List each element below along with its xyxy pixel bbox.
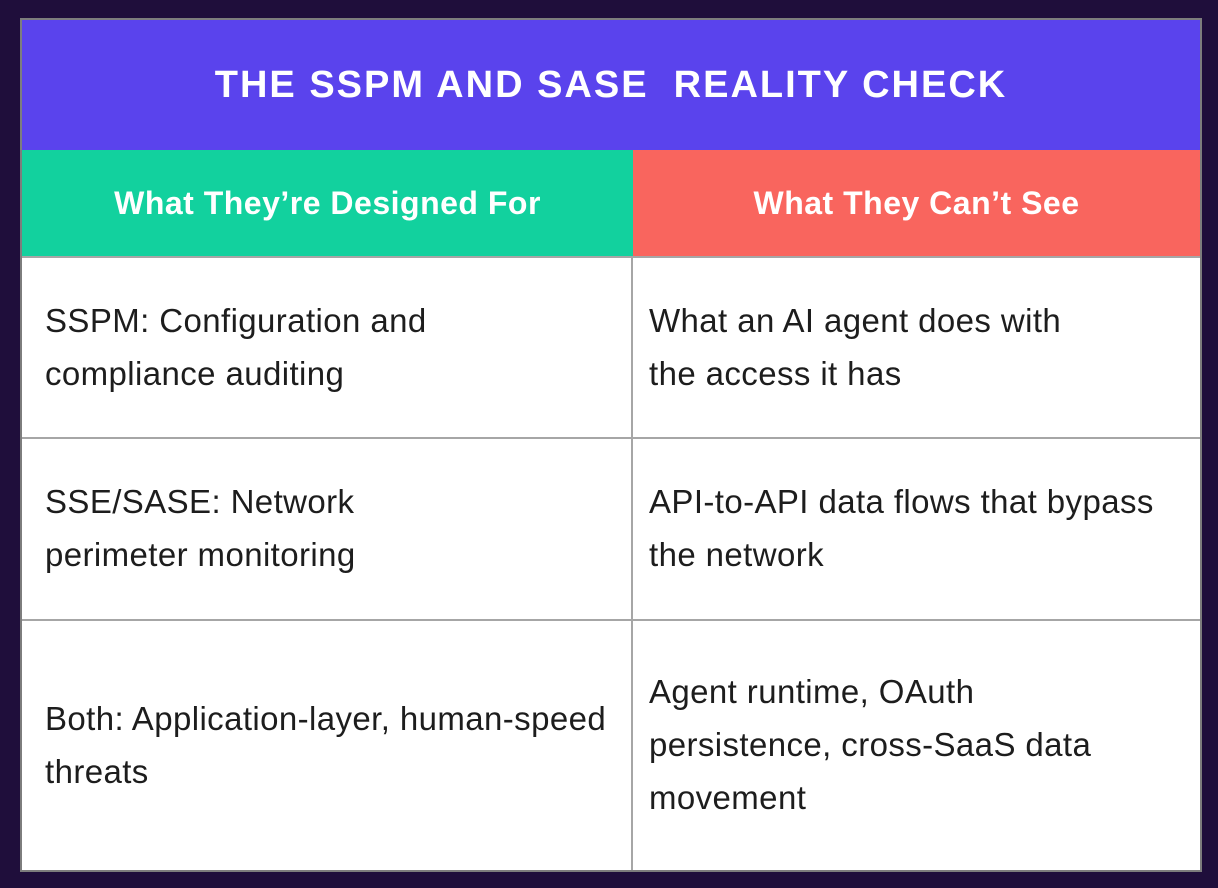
cell-text: SSPM: Configuration and compliance audit…: [45, 301, 427, 392]
table-title: THE SSPM AND SASE REALITY CHECK: [22, 20, 1200, 150]
comparison-table: THE SSPM AND SASE REALITY CHECK What The…: [20, 18, 1202, 872]
column-header-row: What They’re Designed For What They Can’…: [22, 150, 1200, 258]
cell-designed-for-3: Both: Application-layer, human-speed thr…: [22, 621, 633, 870]
cell-text: SSE/SASE: Network perimeter monitoring: [45, 483, 356, 573]
cell-cant-see-2: API-to-API data flows that bypass the ne…: [633, 439, 1200, 619]
cell-text: Both: Application-layer, human-speed thr…: [45, 699, 607, 790]
column-header-designed-for: What They’re Designed For: [22, 150, 633, 256]
cell-text: What an AI agent does with the access it…: [649, 301, 1062, 392]
cell-text: Agent runtime, OAuth persistence, cross-…: [649, 673, 1092, 816]
table-row: SSE/SASE: Network perimeter monitoring A…: [22, 439, 1200, 621]
table-row: SSPM: Configuration and compliance audit…: [22, 258, 1200, 439]
cell-designed-for-2: SSE/SASE: Network perimeter monitoring: [22, 439, 633, 619]
column-header-cant-see: What They Can’t See: [633, 150, 1200, 256]
cell-cant-see-1: What an AI agent does with the access it…: [633, 258, 1200, 437]
cell-cant-see-3: Agent runtime, OAuth persistence, cross-…: [633, 621, 1200, 870]
cell-text: API-to-API data flows that bypass the ne…: [649, 483, 1154, 573]
table-row: Both: Application-layer, human-speed thr…: [22, 621, 1200, 870]
cell-designed-for-1: SSPM: Configuration and compliance audit…: [22, 258, 633, 437]
